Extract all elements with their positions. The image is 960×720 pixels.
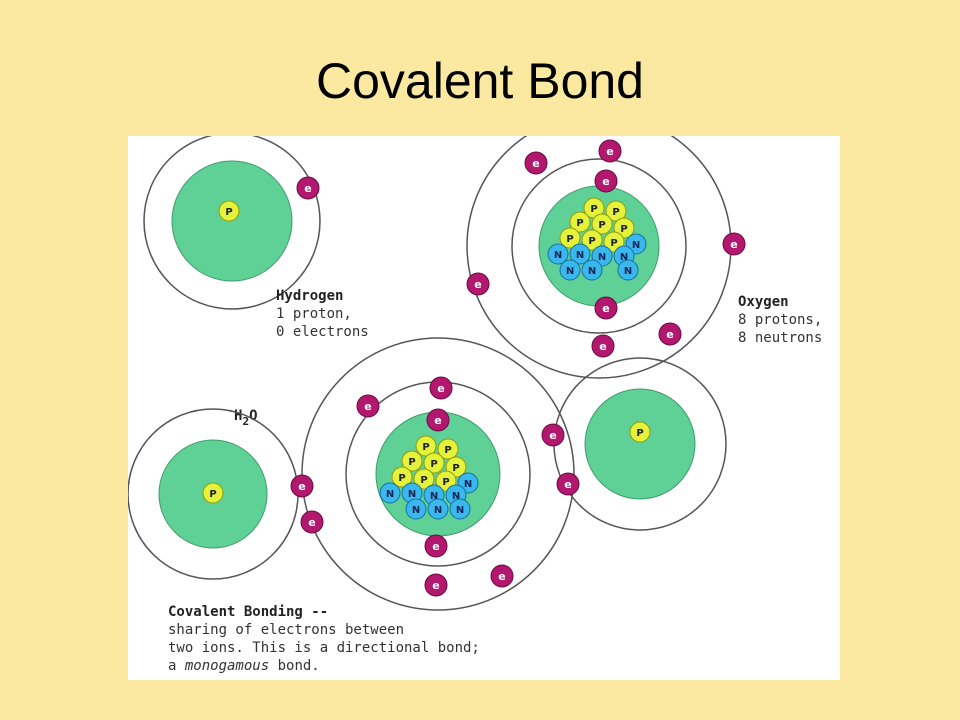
oxygen-name: Oxygen: [738, 294, 789, 310]
slide-title: Covalent Bond: [315, 53, 644, 109]
water-oxygen: [290, 337, 580, 611]
right-hydrogen-proton: [629, 421, 651, 443]
oxygen-detail-2: 8 neutrons: [738, 330, 822, 346]
hydrogen-name: Hydrogen: [276, 288, 343, 304]
water-formula: H2O: [234, 408, 258, 428]
hydrogen-detail-1: 1 proton,: [276, 306, 352, 322]
water-right-hydrogen: [553, 357, 727, 531]
caption-line-2: two ions. This is a directional bond;: [168, 640, 480, 656]
oxygen-inner-shell: [511, 158, 687, 334]
caption-line-1: sharing of electrons between: [168, 622, 404, 638]
hydrogen-electron: [296, 176, 320, 200]
caption-line-3: a monogamous bond.: [168, 658, 320, 674]
hydrogen-atom: [143, 136, 321, 310]
hydrogen-shell: [143, 136, 321, 310]
atom-diagram-panel: e P N Hydrogen 1 proton, 0 electrons: [128, 136, 840, 680]
oxygen-detail-1: 8 protons,: [738, 312, 822, 328]
hydrogen-detail-2: 0 electrons: [276, 324, 369, 340]
caption-title: Covalent Bonding --: [168, 604, 328, 620]
water-left-hydrogen: [128, 408, 299, 580]
oxygen-atom: [466, 136, 746, 379]
water-oxygen-outer-shell: [301, 337, 575, 611]
left-hydrogen-proton: [202, 482, 224, 504]
hydrogen-proton: [218, 200, 240, 222]
covalent-bond-diagram: e P N Hydrogen 1 proton, 0 electrons: [128, 136, 822, 674]
right-hydrogen-nucleus: [584, 388, 696, 500]
